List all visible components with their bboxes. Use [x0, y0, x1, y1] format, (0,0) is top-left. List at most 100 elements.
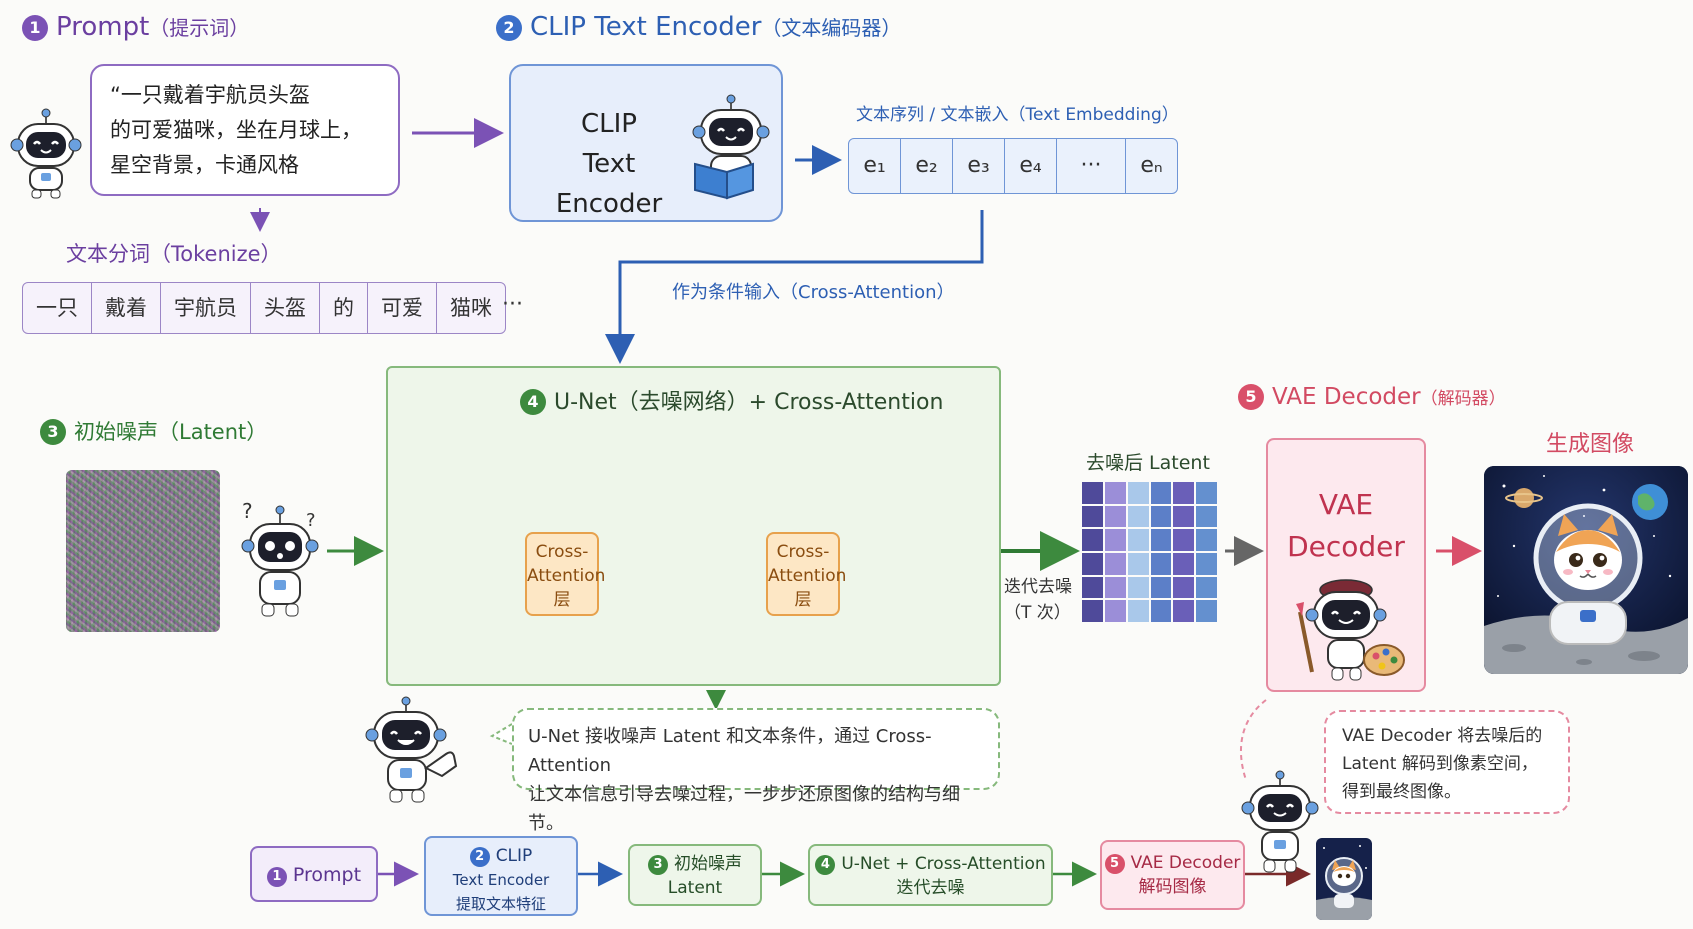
token: 一只: [23, 283, 92, 333]
robot-confused-icon: ? ?: [241, 499, 319, 617]
step-number-badge: 5: [1238, 384, 1264, 410]
token: 猫咪: [450, 296, 492, 320]
token: 头盔: [251, 283, 320, 333]
tokenize-label: 文本分词（Tokenize）: [66, 242, 282, 266]
latent-cell: [1082, 576, 1103, 599]
step-number-badge: 4: [815, 855, 836, 875]
embedding-token: e₄: [1005, 139, 1057, 193]
latent-cell: [1104, 529, 1126, 551]
latent-cell: [1150, 576, 1172, 599]
embedding-token: ···: [1057, 139, 1126, 193]
step-number-badge: 1: [266, 867, 287, 887]
latent-cell: [1127, 600, 1149, 622]
text-embedding-sequence: e₁ e₂ e₃ e₄ ··· eₙ: [848, 138, 1178, 194]
latent-cell: [1127, 576, 1149, 599]
robot-explainer-icon: [1241, 770, 1319, 873]
iteration-label: 迭代去噪 （T 次）: [1004, 577, 1072, 623]
latent-cell: [1082, 505, 1103, 528]
token: 宇航员: [161, 283, 251, 333]
clip-box-title: CLIP Text Encoder: [555, 109, 663, 219]
latent-cell: [1173, 482, 1195, 504]
latent-cell: [1173, 600, 1195, 622]
embedding-label: 文本序列 / 文本嵌入（Text Embedding）: [856, 105, 1179, 125]
latent-cell: [1173, 505, 1195, 528]
generated-cat-astronaut-image: [1484, 466, 1688, 674]
step-number-badge: 2: [469, 847, 490, 867]
cross-attention-layer-right: Cross- Attention 层: [766, 532, 846, 616]
latent-cell: [1196, 600, 1217, 622]
latent-cell: [1150, 529, 1172, 551]
robot-mascot-icon: [10, 108, 82, 199]
generated-image-label: 生成图像: [1546, 432, 1635, 457]
unet-cross-attention-box: [386, 366, 1001, 686]
latent-cell: [1196, 505, 1217, 528]
prompt-text-box: “一只戴着宇航员头盔 的可爱猫咪，坐在月球上， 星空背景，卡通风格: [90, 64, 400, 196]
latent-cell: [1196, 529, 1217, 551]
arrow-embedding-to-unet: [605, 210, 984, 364]
svg-text:?: ?: [242, 499, 253, 523]
vae-explanation-note: VAE Decoder 将去噪后的 Latent 解码到像素空间， 得到最终图像…: [1324, 710, 1570, 814]
latent-cell: [1082, 600, 1103, 622]
latent-cell: [1173, 576, 1195, 599]
vae-box-title: VAE Decoder: [1287, 488, 1405, 563]
latent-cell: [1173, 552, 1195, 575]
latent-cell: [1104, 576, 1126, 599]
latent-cell: [1127, 552, 1149, 575]
svg-text:?: ?: [306, 510, 316, 531]
latent-cell: [1082, 529, 1103, 551]
embedding-token: e₃: [953, 139, 1005, 193]
step-number-badge: 1: [22, 15, 48, 41]
unet-explanation-note: U-Net 接收噪声 Latent 和文本条件，通过 Cross-Attenti…: [512, 708, 1000, 834]
embedding-token: e₁: [849, 139, 901, 193]
latent-cell: [1104, 482, 1126, 504]
latent-cell: [1127, 529, 1149, 551]
latent-cell: [1082, 552, 1103, 575]
pipeline-output-thumbnail: [1316, 838, 1372, 920]
note-pointer: [1239, 699, 1267, 781]
latent-cell: [1150, 482, 1172, 504]
latent-cell: [1196, 482, 1217, 504]
cat-astronaut-thumbnail: [1316, 845, 1372, 920]
token: 的: [320, 283, 368, 333]
token: 可爱: [368, 283, 437, 333]
tokens-ellipsis: ···: [502, 292, 523, 317]
latent-cell: [1173, 529, 1195, 551]
initial-noise-latent: [66, 470, 220, 632]
latent-cell: [1104, 552, 1126, 575]
step-number-badge: 3: [40, 419, 66, 445]
step-number-badge: 5: [1104, 854, 1125, 874]
latent-cell: [1150, 552, 1172, 575]
step-number-badge: 3: [648, 855, 668, 875]
latent-cell: [1104, 600, 1126, 622]
step-number-badge: 2: [496, 15, 522, 41]
token-sequence: 一只 戴着 宇航员 头盔 的 可爱 猫咪: [22, 282, 506, 334]
robot-painter-icon: [1296, 579, 1405, 681]
vae-decoder-box: VAE Decoder: [1266, 438, 1426, 692]
step-number-badge: 4: [520, 389, 546, 415]
latent-cell: [1082, 482, 1103, 504]
robot-reading-book-icon: [692, 94, 770, 200]
note-pointer: [489, 723, 513, 745]
cross-attention-input-label: 作为条件输入（Cross-Attention）: [672, 282, 955, 303]
latent-cell: [1150, 600, 1172, 622]
robot-thumbs-up-icon: [365, 696, 458, 803]
latent-cell: [1104, 505, 1126, 528]
embedding-token: e₂: [901, 139, 953, 193]
clip-text-encoder-box: CLIP Text Encoder: [509, 64, 783, 222]
latent-cell: [1150, 505, 1172, 528]
cat-astronaut-image: [1484, 466, 1688, 674]
latent-cell: [1127, 505, 1149, 528]
latent-cell: [1127, 482, 1149, 504]
cross-attention-layer-left: Cross- Attention 层: [525, 532, 605, 616]
latent-cell: [1196, 576, 1217, 599]
denoised-latent-grid: [1082, 482, 1217, 622]
